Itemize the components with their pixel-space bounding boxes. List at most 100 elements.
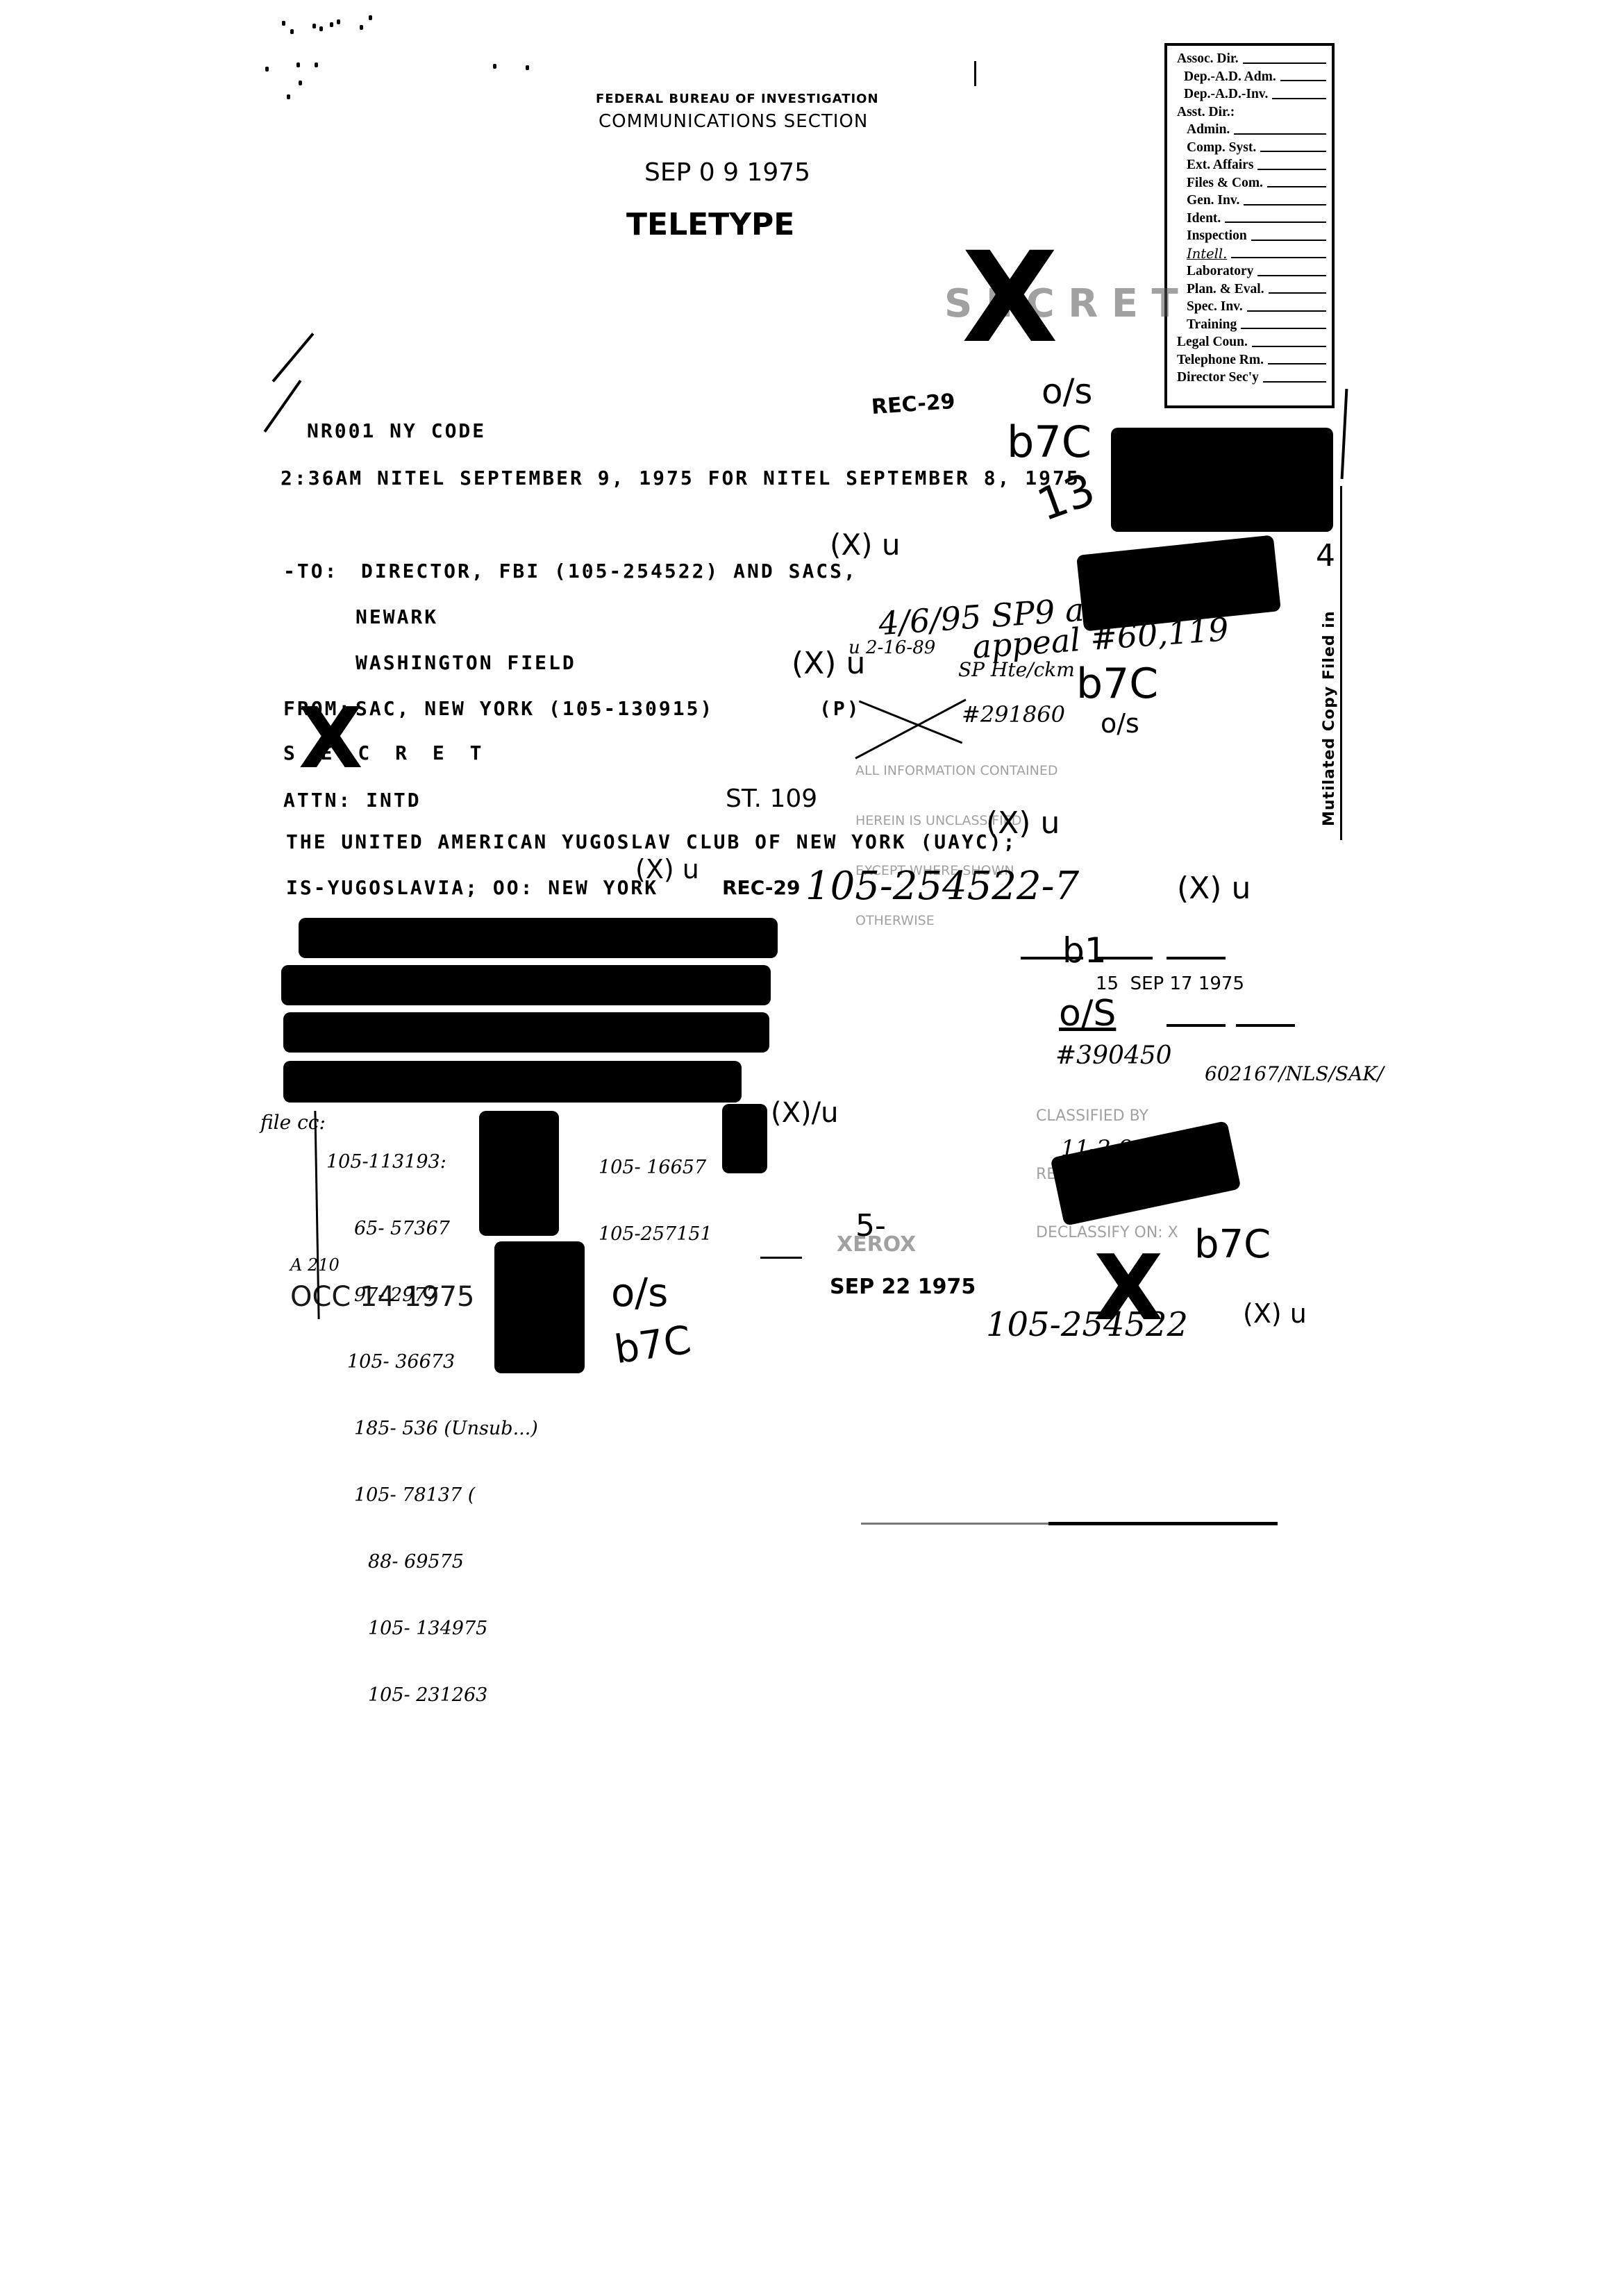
handwritten-u-date: u 2-16-89 (848, 637, 936, 658)
handwritten-b1: b1 (1062, 930, 1107, 971)
routing-item: Admin. (1177, 121, 1326, 139)
secret-stamp-faded: S E C R E T (944, 281, 1178, 326)
scan-artifact (319, 26, 323, 31)
scan-artifact (360, 25, 363, 30)
file-cc-label: file cc: (260, 1111, 326, 1134)
redaction-block (479, 1111, 559, 1236)
routing-item: Telephone Rm. (1177, 351, 1326, 369)
handwritten-os: o/S (1059, 993, 1117, 1034)
scan-artifact (296, 62, 300, 67)
pen-stroke (263, 379, 302, 433)
redaction-bar (283, 1012, 769, 1053)
handwritten-b7c: b7C (612, 1317, 694, 1373)
sep-22-stamp: SEP 22 1975 (830, 1275, 976, 1299)
handwritten-case-number: #291860 (962, 701, 1065, 728)
routing-slip: Assoc. Dir. Dep.-A.D. Adm. Dep.-A.D.-Inv… (1164, 43, 1335, 408)
handwritten-case-number: #390450 (1055, 1041, 1172, 1070)
scan-artifact (337, 19, 340, 24)
agency-header: FEDERAL BUREAU OF INVESTIGATION (596, 92, 879, 106)
margin-line (1340, 486, 1342, 840)
file-entry: 97- 2977 (354, 1284, 438, 1306)
cross-out-mark: X (962, 226, 1058, 371)
routing-item: Gen. Inv. (1177, 192, 1326, 210)
cross-out-mark: X (1094, 1235, 1164, 1341)
routing-item: Ident. (1177, 210, 1326, 228)
handwritten-4: 4 (1316, 538, 1335, 573)
handwritten-sp-note: SP Hte/ckm (958, 658, 1075, 681)
handwritten-p: P (1194, 590, 1212, 622)
pen-stroke (760, 1257, 802, 1259)
file-number: 105-254522-7 (805, 864, 1080, 909)
scan-edge (861, 1523, 1048, 1525)
handwritten-xu: (X) u (830, 528, 901, 562)
routing-item: Spec. Inv. (1177, 298, 1326, 316)
scan-artifact (526, 65, 529, 70)
subject-line: THE UNITED AMERICAN YUGOSLAV CLUB OF NEW… (286, 830, 1017, 853)
routing-item: Inspection (1177, 227, 1326, 245)
scan-artifact (312, 24, 316, 28)
handwritten-xu: (X) u (1243, 1298, 1307, 1329)
file-number-bottom: 105-254522 (986, 1305, 1189, 1344)
handwritten-xu: (X)/u (771, 1097, 839, 1129)
recipient-line: DIRECTOR, FBI (105-254522) AND SACS, (361, 560, 858, 583)
file-list-right: 105- 16657 105-257151 (599, 1112, 712, 1268)
rule-line (1167, 1024, 1226, 1027)
handwritten-xu: (X) u (986, 805, 1060, 841)
routing-item: Dep.-A.D.-Inv. (1177, 85, 1326, 103)
scan-artifact (493, 64, 496, 69)
routing-item: Comp. Syst. (1177, 139, 1326, 157)
transmission-time: 2:36AM NITEL SEPTEMBER 9, 1975 FOR NITEL… (281, 467, 1080, 489)
redaction-bar (283, 1061, 742, 1103)
file-entry: 105- 134975 (368, 1618, 488, 1639)
file-list-left: 105-113193: 65- 57367 97- 2977 105- 3667… (326, 1107, 538, 1729)
attention-line: ATTN: INTD (283, 789, 421, 812)
scan-artifact (287, 94, 290, 99)
handwritten-five: 5- (855, 1208, 886, 1243)
handwritten-os: o/s (611, 1271, 669, 1316)
scan-artifact (265, 67, 269, 72)
rec-stamp: REC-29 (870, 389, 956, 420)
scan-artifact (282, 21, 285, 26)
rule-line (1167, 957, 1226, 960)
rule-line (1021, 957, 1083, 960)
handwritten-a-note: A 210 (290, 1255, 340, 1275)
redaction-block (494, 1241, 585, 1373)
recipient-wfo: WASHINGTON FIELD (356, 651, 576, 674)
handwritten-os: o/s (1042, 371, 1093, 412)
subject-character: IS-YUGOSLAVIA; OO: NEW YORK (286, 876, 659, 899)
redaction-bar (281, 965, 771, 1005)
handwritten-b7c: b7C (1007, 417, 1092, 467)
routing-item: Training (1177, 316, 1326, 334)
received-date-stamp: SEP 0 9 1975 (644, 158, 811, 187)
pen-stroke (271, 333, 315, 383)
section-header: COMMUNICATIONS SECTION (599, 111, 869, 132)
file-entry: 105-257151 (599, 1223, 712, 1245)
scan-artifact (974, 61, 976, 86)
occ-stamp: OCC 14 1975 (290, 1281, 475, 1313)
scan-artifact (369, 15, 372, 20)
routing-item: Asst. Dir.: (1177, 104, 1235, 119)
redaction-block (1111, 428, 1333, 532)
sender-line: SAC, NEW YORK (105-130915) (356, 697, 714, 720)
cross-out-mark: X (299, 691, 363, 787)
routing-item: Laboratory (1177, 262, 1326, 280)
handwritten-b7c: b7C (1076, 660, 1159, 708)
scan-edge (1048, 1522, 1278, 1525)
scan-artifact (330, 22, 333, 27)
routing-item-handwritten: Intell. (1177, 245, 1326, 263)
scan-artifact (315, 62, 318, 67)
margin-line (1340, 388, 1348, 480)
handwritten-b7c: b7C (1194, 1222, 1271, 1267)
message-number: NR001 NY CODE (307, 419, 487, 442)
routing-item: Assoc. Dir. (1177, 50, 1326, 68)
routing-item: Plan. & Eval. (1177, 280, 1326, 299)
classification: S E C R E T (283, 741, 489, 764)
declassification-stamp: ALL INFORMATION CONTAINED HEREIN IS UNCL… (855, 763, 1058, 928)
handwritten-xu: (X) u (635, 854, 699, 885)
rule-line (1097, 957, 1153, 960)
file-entry: 105-113193: (326, 1151, 446, 1173)
file-entry: 105- 36673 (347, 1351, 455, 1373)
sep-17-stamp: 15 SEP 17 1975 (1096, 973, 1245, 994)
file-entry: 88- 69575 (368, 1551, 464, 1573)
routing-item: Files & Com. (1177, 174, 1326, 192)
